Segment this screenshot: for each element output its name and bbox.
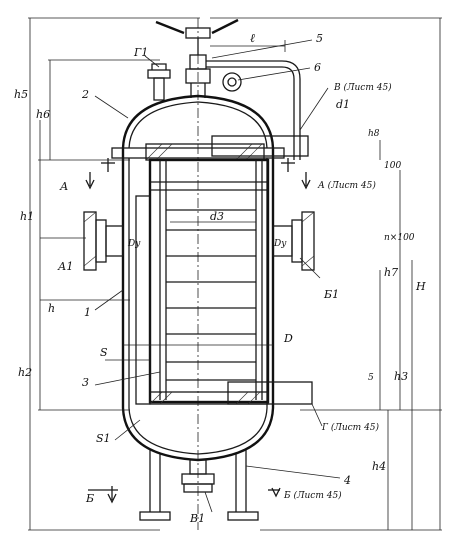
label-h5: h5 (14, 88, 28, 101)
right-nozzle-b1 (272, 211, 315, 271)
label-h1: h1 (20, 210, 34, 223)
label-5: 5 (316, 32, 323, 45)
label-l: ℓ (250, 31, 255, 45)
bottom-nozzle-v1 (181, 459, 215, 493)
label-h6: h6 (36, 108, 50, 121)
label-a-arrow: А (59, 180, 68, 193)
grid-rungs (166, 209, 256, 381)
detail-box-g (227, 381, 313, 405)
dimension-lines (28, 17, 442, 531)
support-legs (139, 450, 259, 521)
nozzle-g1 (144, 55, 171, 101)
label-d3: d3 (210, 210, 224, 223)
nozzle-6 (222, 72, 242, 92)
label-dy-right: Dy (273, 239, 287, 249)
label-g-sheet: Г (Лист 45) (321, 422, 380, 433)
label-5b: 5 (368, 373, 374, 383)
label-b-sheet: Б (Лист 45) (283, 490, 342, 501)
label-6: 6 (314, 61, 321, 74)
label-dy-left: Dy (127, 239, 141, 249)
label-h8: h8 (368, 129, 380, 139)
label-b1: Б1 (323, 288, 339, 301)
label-1: 1 (84, 306, 91, 319)
label-v-sheet: В (Лист 45) (333, 82, 392, 93)
label-h2: h2 (18, 366, 32, 379)
label-h: h (48, 302, 55, 315)
filter-basket (135, 158, 270, 405)
label-h7: h7 (384, 266, 398, 279)
label-a1: А1 (57, 260, 73, 273)
label-h4: h4 (372, 460, 386, 473)
label-v1: В1 (189, 512, 205, 525)
label-d1: d1 (336, 98, 350, 111)
handwheel (155, 18, 239, 98)
label-100: 100 (384, 161, 401, 171)
label-nx100: n×100 (384, 233, 415, 243)
label-g1: Г1 (133, 46, 148, 59)
label-S: S (100, 346, 108, 359)
label-2: 2 (81, 88, 89, 101)
label-4: 4 (343, 474, 351, 487)
label-h3: h3 (394, 370, 408, 383)
label-D: D (283, 332, 293, 345)
label-3: 3 (82, 376, 89, 389)
label-b-arrow: Б (85, 492, 94, 505)
detail-box-v (211, 135, 309, 157)
pipe-5 (206, 40, 301, 160)
label-H: H (415, 280, 426, 293)
labels: Г1 ℓ 5 6 2 В (Лист 45) d1 h8 h5 h6 А А (… (14, 31, 426, 525)
left-nozzle-a1 (83, 211, 124, 271)
label-a-sheet: А (Лист 45) (317, 180, 376, 191)
label-s1: S1 (96, 432, 111, 445)
